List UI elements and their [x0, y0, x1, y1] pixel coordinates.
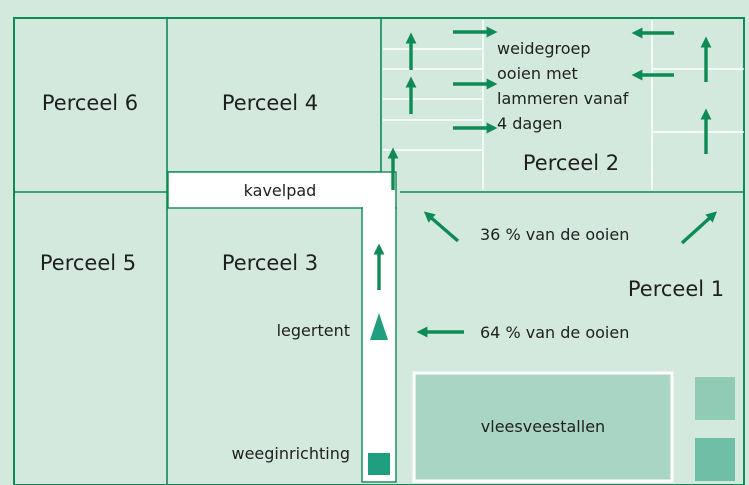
small-box-dark: [695, 438, 735, 481]
lane-join: [363, 200, 395, 212]
group-line-2: ooien met: [497, 64, 578, 83]
parcel-5-label: Perceel 5: [40, 251, 136, 275]
vleesveestallen-label: vleesveestallen: [481, 417, 605, 436]
movement-arrows: [373, 26, 718, 338]
parcel-2-label: Perceel 2: [523, 151, 619, 175]
paddock-subdivisions: [383, 20, 744, 190]
vleesveestallen-building: [412, 371, 674, 483]
kavelpad-label: kavelpad: [244, 181, 317, 200]
parcel-3-label: Perceel 3: [222, 251, 318, 275]
parcel-6-label: Perceel 6: [42, 91, 138, 115]
weeginrichting-marker: [368, 453, 390, 475]
group-line-1: weidegroep: [497, 39, 591, 58]
pct64-label: 64 % van de ooien: [480, 323, 629, 342]
pct36-label: 36 % van de ooien: [480, 225, 629, 244]
weeginrichting-label: weeginrichting: [232, 444, 351, 463]
group-line-3: lammeren vanaf: [497, 89, 629, 108]
parcel-4-label: Perceel 4: [222, 91, 318, 115]
small-box-light: [695, 377, 735, 420]
arrow-upleft: [423, 211, 460, 243]
parcel-1-label: Perceel 1: [628, 277, 724, 301]
parcel-borders: [14, 18, 744, 485]
legertent-marker: [370, 313, 388, 340]
arrow-upright: [680, 211, 718, 245]
legertent-label: legertent: [277, 321, 350, 340]
group-line-4: 4 dagen: [497, 114, 562, 133]
kavelpad-path: [167, 171, 397, 209]
